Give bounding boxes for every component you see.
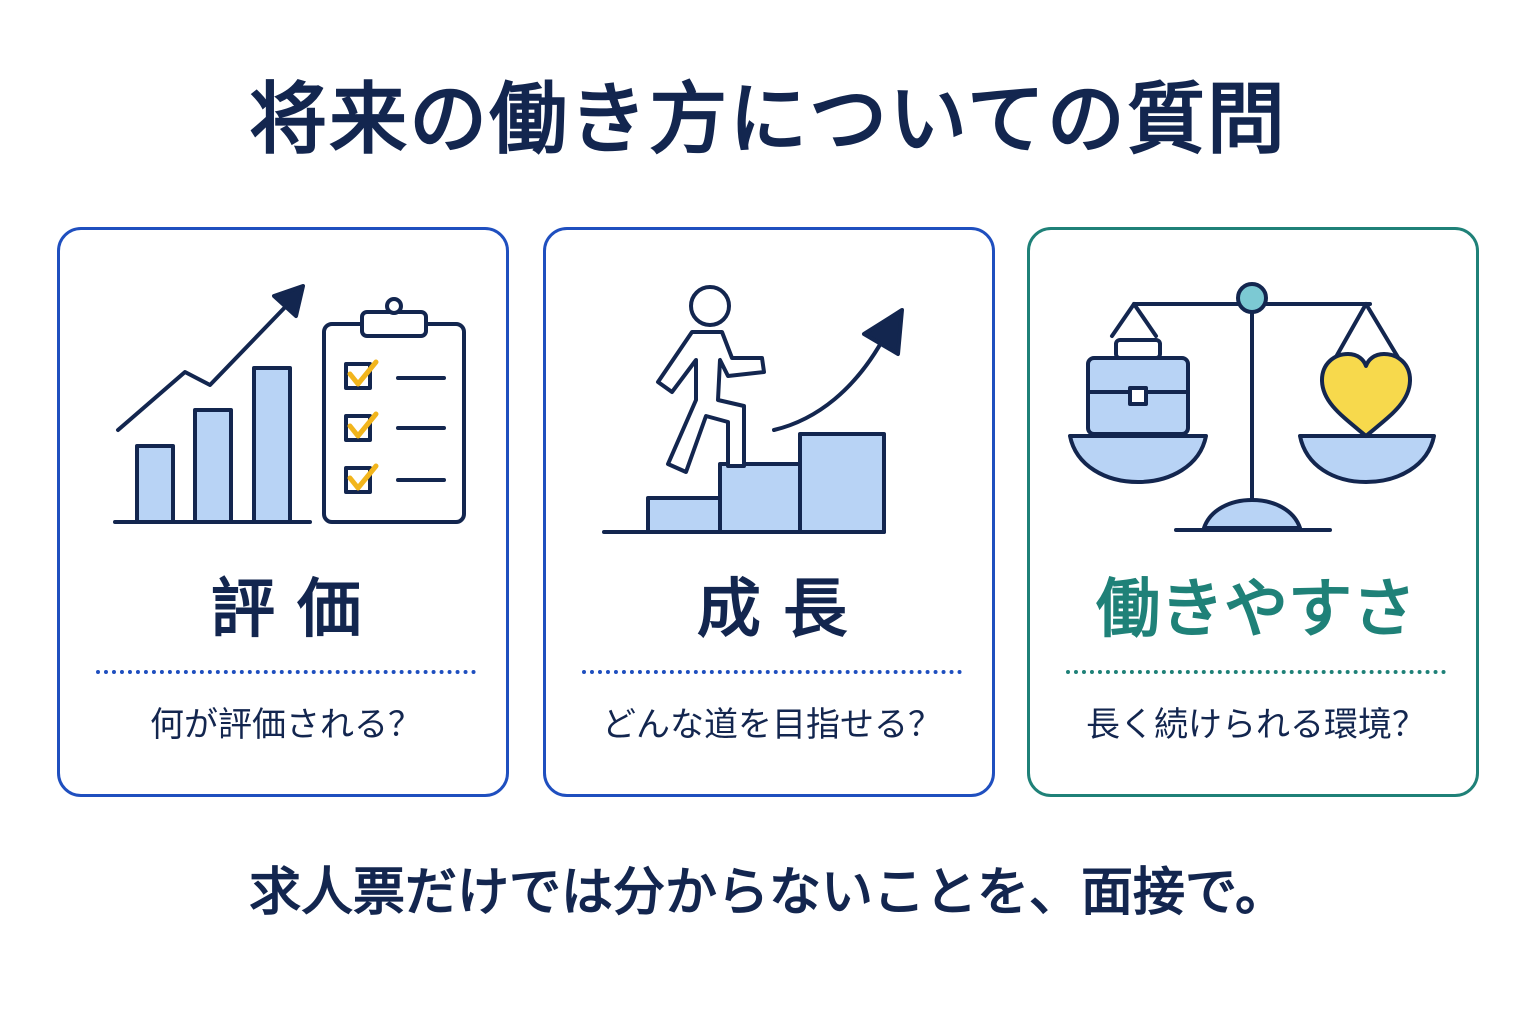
card-evaluation: 評 価 何が評価される？ [57,227,509,797]
balance-scale-icon [1068,282,1436,532]
card-title: 成 長 [696,573,848,647]
card-title: 働きやすさ [1096,573,1416,647]
chart-clipboard-icon [113,284,466,524]
card-ease-of-working: 働きやすさ 長く続けられる環境？ [1027,227,1479,797]
card-title: 評 価 [210,573,362,647]
page-title: 将来の働き方についての質問 [249,75,1287,165]
card-question: どんな道を目指せる？ [602,705,942,745]
card-growth: 成 長 どんな道を目指せる？ [543,227,995,797]
footer-text: 求人票だけでは分からないことを、面接で。 [249,863,1287,923]
card-question: 長く続けられる環境？ [1086,705,1426,745]
card-question: 何が評価される？ [150,705,422,745]
dotted-divider [582,670,962,674]
climbing-stairs-icon [602,285,904,534]
dotted-divider [1066,670,1446,674]
dotted-divider [96,670,476,674]
